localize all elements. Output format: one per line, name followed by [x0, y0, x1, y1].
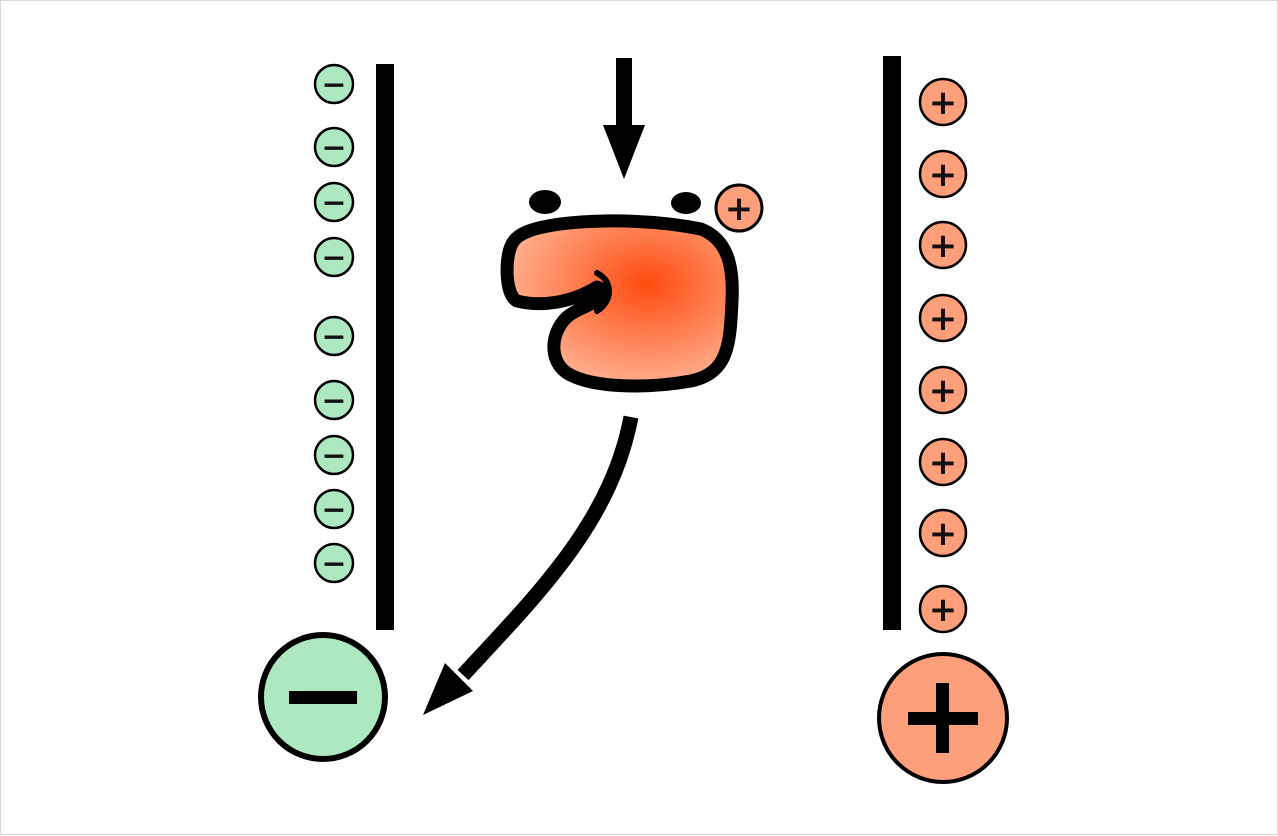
negative-charge: − — [313, 126, 355, 168]
positive-terminal: + — [877, 652, 1009, 784]
negative-charge-label: − — [321, 131, 346, 166]
negative-charge-label: − — [321, 241, 346, 276]
negative-charge-circle — [313, 488, 355, 530]
positive-charge-circle — [918, 77, 968, 127]
negative-charge: − — [313, 488, 355, 530]
positive-charge: + — [918, 508, 968, 558]
ion-charge-label: + — [725, 189, 754, 229]
negative-charge: − — [313, 181, 355, 223]
positive-charge: + — [918, 220, 968, 270]
negative-charge-circle — [313, 63, 355, 105]
positive-charge-label: + — [929, 514, 958, 554]
negative-charge: − — [313, 236, 355, 278]
arrow-down-icon — [603, 58, 645, 179]
positive-charge: + — [918, 77, 968, 127]
negative-charge-circle — [313, 236, 355, 278]
positive-charge-label: + — [929, 83, 958, 123]
negative-charge-circle — [313, 126, 355, 168]
negative-charge: − — [313, 63, 355, 105]
ion-dot-right — [671, 192, 701, 214]
positive-charge-label: + — [929, 443, 958, 483]
negative-charge-circle — [313, 379, 355, 421]
positive-charge-label: + — [929, 299, 958, 339]
negative-charge: − — [313, 315, 355, 357]
negative-terminal: − — [258, 632, 388, 762]
ion-body — [500, 214, 739, 393]
negative-charge-label: − — [321, 493, 346, 528]
negative-charge-label: − — [321, 384, 346, 419]
negative-charge-circle — [313, 315, 355, 357]
positive-charge: + — [918, 365, 968, 415]
negative-charge-label: − — [321, 547, 346, 582]
curved-arrow-icon — [423, 415, 639, 715]
negative-charges: − − − − − − − − − — [313, 63, 355, 584]
positive-charge-label: + — [929, 155, 958, 195]
positive-charge-label: + — [929, 590, 958, 630]
negative-charge-label: − — [321, 320, 346, 355]
negative-charge: − — [313, 434, 355, 476]
negative-charge: − — [313, 379, 355, 421]
positive-charge-label: + — [929, 371, 958, 411]
negative-charge-circle — [313, 434, 355, 476]
positive-charges: + + + + + + + + — [918, 77, 968, 634]
negative-plate — [376, 64, 394, 630]
ion-charge: + — [714, 183, 764, 233]
positive-charge: + — [918, 149, 968, 199]
negative-charge-label: − — [321, 439, 346, 474]
positive-charge: + — [918, 437, 968, 487]
positive-charge: + — [918, 584, 968, 634]
positive-charge-circle — [918, 220, 968, 270]
negative-charge: − — [313, 542, 355, 584]
ion — [500, 190, 739, 393]
positive-charge: + — [918, 293, 968, 343]
positive-charge-circle — [918, 584, 968, 634]
negative-charge-circle — [313, 181, 355, 223]
positive-charge-circle — [918, 293, 968, 343]
ion-dot-left — [529, 190, 561, 214]
positive-charge-circle — [918, 149, 968, 199]
negative-charge-label: − — [321, 186, 346, 221]
positive-charge-label: + — [929, 226, 958, 266]
negative-charge-circle — [313, 542, 355, 584]
negative-charge-label: − — [321, 68, 346, 103]
positive-charge-circle — [918, 437, 968, 487]
positive-plate — [883, 56, 901, 630]
positive-charge-circle — [918, 508, 968, 558]
positive-charge-circle — [918, 365, 968, 415]
